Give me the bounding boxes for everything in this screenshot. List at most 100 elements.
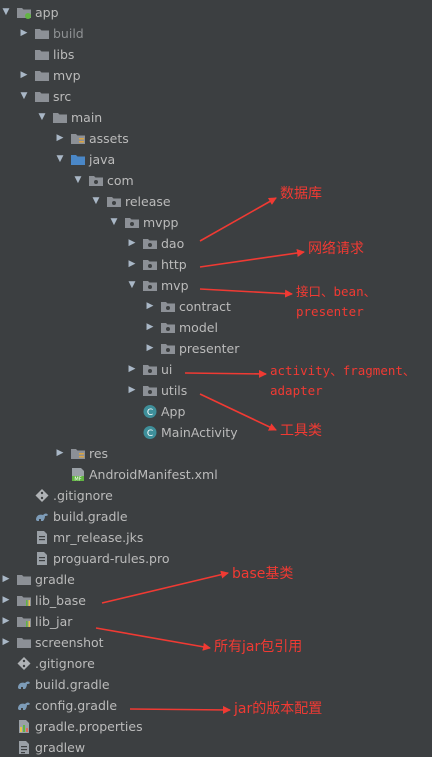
annotation-http: 网络请求	[308, 241, 364, 257]
tree-item-label: release	[125, 194, 171, 209]
folder-icon	[34, 89, 50, 104]
tree-item-release[interactable]: ▼ release	[0, 191, 432, 212]
package-icon	[160, 299, 176, 314]
tree-item-label: App	[161, 404, 186, 419]
tree-item-build-gradle[interactable]: build.gradle	[0, 674, 432, 695]
tree-item-mvp[interactable]: ▼mvp	[0, 275, 432, 296]
collapse-arrow-icon[interactable]: ▶	[2, 616, 10, 626]
tree-item-label: lib_base	[35, 593, 86, 608]
annotation-lib-base: base基类	[232, 566, 294, 582]
git-icon	[34, 488, 50, 503]
tree-item-build-gradle[interactable]: build.gradle	[0, 506, 432, 527]
svg-text:MF: MF	[74, 476, 81, 482]
expand-arrow-icon[interactable]: ▼	[92, 196, 100, 206]
tree-item-main[interactable]: ▼main	[0, 107, 432, 128]
gradle-icon	[16, 698, 32, 713]
tree-item-label: build	[53, 26, 84, 41]
tree-item-config-gradle[interactable]: config.gradle	[0, 695, 432, 716]
package-icon	[88, 173, 104, 188]
collapse-arrow-icon[interactable]: ▶	[20, 70, 28, 80]
annotation-utils: 工具类	[280, 423, 322, 439]
tree-item-utils[interactable]: ▶ utils	[0, 380, 432, 401]
svg-text:C: C	[147, 408, 153, 418]
collapse-arrow-icon[interactable]: ▶	[56, 133, 64, 143]
tree-item-presenter[interactable]: ▶presenter	[0, 338, 432, 359]
collapse-arrow-icon[interactable]: ▶	[20, 28, 28, 38]
tree-item-label: ui	[161, 362, 173, 377]
collapse-arrow-icon[interactable]: ▶	[128, 385, 136, 395]
tree-item-build[interactable]: ▶ build	[0, 23, 432, 44]
tree-item-label: lib_jar	[35, 614, 73, 629]
tree-item-gitignore[interactable]: .gitignore	[0, 653, 432, 674]
collapse-arrow-icon[interactable]: ▶	[2, 574, 10, 584]
expand-arrow-icon[interactable]: ▼	[38, 112, 46, 122]
collapse-arrow-icon[interactable]: ▶	[146, 343, 154, 353]
tree-item-libs[interactable]: libs	[0, 44, 432, 65]
tree-item-label: mvpp	[143, 215, 179, 230]
tree-item-gitignore[interactable]: .gitignore	[0, 485, 432, 506]
expand-arrow-icon[interactable]: ▼	[20, 91, 28, 101]
tree-item-mvpp[interactable]: ▼ mvpp	[0, 212, 432, 233]
tree-item-ui[interactable]: ▶ ui	[0, 359, 432, 380]
tree-item-label: libs	[53, 47, 75, 62]
tree-item-res[interactable]: ▶res	[0, 443, 432, 464]
tree-item-http[interactable]: ▶http	[0, 254, 432, 275]
package-icon	[142, 236, 158, 251]
library-module-icon	[16, 614, 32, 629]
expand-arrow-icon[interactable]: ▼	[128, 280, 136, 290]
tree-item-label: com	[107, 173, 134, 188]
tree-item-mvp[interactable]: ▶ mvp	[0, 65, 432, 86]
tree-item-lib-base[interactable]: ▶ lib_base	[0, 590, 432, 611]
tree-item-app[interactable]: C App	[0, 401, 432, 422]
expand-arrow-icon[interactable]: ▼	[56, 154, 64, 164]
tree-item-label: mvp	[53, 68, 81, 83]
package-icon	[142, 257, 158, 272]
collapse-arrow-icon[interactable]: ▶	[56, 448, 64, 458]
tree-item-label: config.gradle	[35, 698, 118, 713]
package-icon	[142, 383, 158, 398]
tree-item-contract[interactable]: ▶contract	[0, 296, 432, 317]
tree-item-label: src	[53, 89, 72, 104]
collapse-arrow-icon[interactable]: ▶	[2, 637, 10, 647]
tree-item-label: java	[89, 152, 116, 167]
tree-item-label: app	[35, 5, 59, 20]
tree-item-androidmanifest-xml[interactable]: MF AndroidManifest.xml	[0, 464, 432, 485]
collapse-arrow-icon[interactable]: ▶	[146, 322, 154, 332]
package-icon	[124, 215, 140, 230]
tree-item-gradle[interactable]: ▶gradle	[0, 569, 432, 590]
tree-item-label: .gitignore	[53, 488, 113, 503]
script-file-icon	[16, 740, 32, 755]
annotation-config-gradle: jar的版本配置	[234, 701, 323, 717]
collapse-arrow-icon[interactable]: ▶	[2, 595, 10, 605]
tree-item-gradle-properties[interactable]: gradle.properties	[0, 716, 432, 737]
tree-item-dao[interactable]: ▶dao	[0, 233, 432, 254]
tree-item-label: proguard-rules.pro	[53, 551, 170, 566]
collapse-arrow-icon[interactable]: ▶	[146, 301, 154, 311]
tree-item-label: AndroidManifest.xml	[89, 467, 218, 482]
tree-item-model[interactable]: ▶model	[0, 317, 432, 338]
expand-arrow-icon[interactable]: ▼	[2, 7, 10, 17]
tree-item-proguard-rules-pro[interactable]: proguard-rules.pro	[0, 548, 432, 569]
tree-item-gradlew[interactable]: gradlew	[0, 737, 432, 757]
tree-item-mr-release-jks[interactable]: mr_release.jks	[0, 527, 432, 548]
tree-item-com[interactable]: ▼ com	[0, 170, 432, 191]
collapse-arrow-icon[interactable]: ▶	[128, 238, 136, 248]
tree-item-app[interactable]: ▼ app	[0, 2, 432, 23]
annotation-ui-line1: activity、fragment、	[270, 363, 416, 378]
expand-arrow-icon[interactable]: ▼	[74, 175, 82, 185]
git-icon	[16, 656, 32, 671]
manifest-icon: MF	[70, 467, 86, 482]
tree-item-lib-jar[interactable]: ▶ lib_jar	[0, 611, 432, 632]
expand-arrow-icon[interactable]: ▼	[110, 217, 118, 227]
tree-item-assets[interactable]: ▶assets	[0, 128, 432, 149]
library-module-icon	[16, 593, 32, 608]
tree-item-label: utils	[161, 383, 188, 398]
collapse-arrow-icon[interactable]: ▶	[128, 259, 136, 269]
resource-folder-icon	[70, 131, 86, 146]
tree-item-screenshot[interactable]: ▶screenshot	[0, 632, 432, 653]
tree-item-label: build.gradle	[53, 509, 128, 524]
collapse-arrow-icon[interactable]: ▶	[128, 364, 136, 374]
tree-item-java[interactable]: ▼ java	[0, 149, 432, 170]
tree-item-src[interactable]: ▼ src	[0, 86, 432, 107]
